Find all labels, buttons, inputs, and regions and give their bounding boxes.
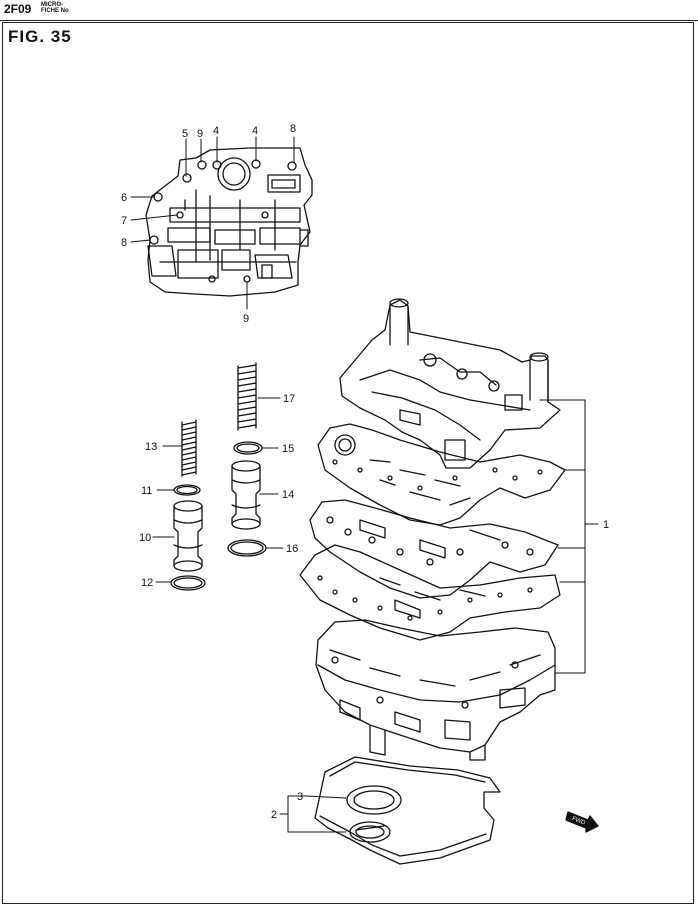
callout-10: 10 (139, 532, 151, 544)
microfiche-label-line2: FICHE No (41, 8, 69, 14)
callout-13: 13 (145, 441, 157, 453)
callout-1: 1 (603, 519, 609, 531)
callout-7: 7 (121, 215, 127, 227)
valve-body-plan-view (145, 147, 313, 297)
callout-17: 17 (283, 393, 295, 405)
callout-6: 6 (121, 192, 127, 204)
forward-arrow-label: FWD (571, 816, 587, 827)
callout-8-left: 8 (121, 237, 127, 249)
figure-frame (2, 22, 694, 904)
callout-5: 5 (182, 128, 188, 140)
spring-13 (181, 419, 197, 477)
callout-3: 3 (297, 791, 303, 803)
fiche-code: 2F09 (4, 2, 32, 16)
callout-2: 2 (271, 809, 277, 821)
sleeve-14 (231, 460, 261, 530)
callout-16: 16 (286, 543, 298, 555)
header-divider (0, 20, 698, 21)
callout-4-right: 4 (252, 125, 258, 137)
callout-14: 14 (282, 489, 294, 501)
callout-11: 11 (141, 485, 152, 497)
oil-strainer (314, 756, 501, 865)
gasket-plate (299, 544, 561, 641)
callout-8-top: 8 (290, 123, 296, 135)
o-ring-16 (227, 539, 267, 557)
sleeve-10 (173, 500, 203, 572)
upper-valve-body (339, 298, 561, 469)
microfiche-label-line1: MICRO- (41, 2, 63, 8)
o-ring-15 (233, 441, 263, 455)
callout-4-left: 4 (213, 125, 219, 137)
lower-valve-body (315, 619, 556, 761)
callout-15: 15 (282, 443, 294, 455)
callout-12: 12 (141, 577, 153, 589)
microfiche-label: MICRO- FICHE No (41, 2, 69, 14)
separator-plate-lower (309, 499, 559, 599)
forward-arrow-icon (565, 811, 599, 833)
figure-title: FIG. 35 (8, 27, 72, 46)
separator-plate-upper (317, 423, 566, 526)
spring-17 (237, 362, 257, 431)
o-ring-11 (173, 484, 201, 496)
callout-9-top: 9 (197, 128, 203, 140)
callout-9-bottom: 9 (243, 313, 249, 325)
o-ring-12 (170, 575, 206, 591)
